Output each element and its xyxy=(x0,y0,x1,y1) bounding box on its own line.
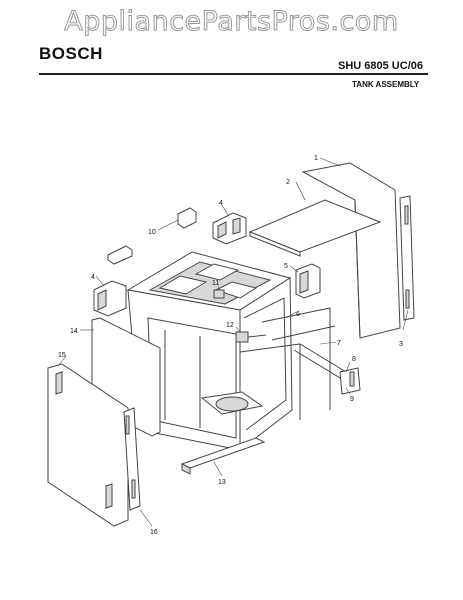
part-bottom-rail xyxy=(180,437,266,475)
part-inner-clips xyxy=(213,289,267,343)
part-tank xyxy=(126,251,293,452)
model-number: SHU 6805 UC/06 xyxy=(338,60,423,72)
callout-4-top: 4 xyxy=(219,200,223,207)
callout-1: 1 xyxy=(314,155,318,162)
callout-11: 11 xyxy=(212,280,219,287)
callout-labels: 1 2 3 4 4 5 6 7 8 9 10 11 12 13 14 15 16 xyxy=(58,155,403,536)
callout-8: 8 xyxy=(352,356,356,363)
callout-12: 12 xyxy=(226,322,234,329)
watermark: AppliancePartsPros.com xyxy=(64,6,399,38)
callout-6: 6 xyxy=(296,311,300,318)
part-small-brackets xyxy=(107,207,197,265)
part-cover-plate xyxy=(248,199,382,257)
callout-13: 13 xyxy=(218,479,226,486)
callout-4-left: 4 xyxy=(91,274,95,281)
callout-3: 3 xyxy=(399,341,403,348)
section-title: TANK ASSEMBLY xyxy=(352,80,420,89)
callout-7: 7 xyxy=(337,340,341,347)
callout-15: 15 xyxy=(58,352,66,359)
callout-9: 9 xyxy=(350,396,354,403)
callout-5: 5 xyxy=(284,263,288,270)
part-hinge-bracket xyxy=(295,263,321,299)
callout-2: 2 xyxy=(286,179,290,186)
callout-leaders xyxy=(57,157,409,527)
callout-16: 16 xyxy=(150,529,158,536)
part-side-panel xyxy=(47,363,129,527)
part-side-strip-left xyxy=(123,407,141,511)
part-bracket-left xyxy=(93,280,127,317)
callout-10: 10 xyxy=(148,229,156,236)
part-top-panel xyxy=(301,162,401,339)
part-side-rail xyxy=(339,367,361,395)
part-side-strip-right xyxy=(399,195,415,321)
part-bracket-top xyxy=(212,212,247,245)
header-divider xyxy=(39,73,428,75)
callout-14: 14 xyxy=(70,328,78,335)
brand-logo: BOSCH xyxy=(39,44,103,63)
